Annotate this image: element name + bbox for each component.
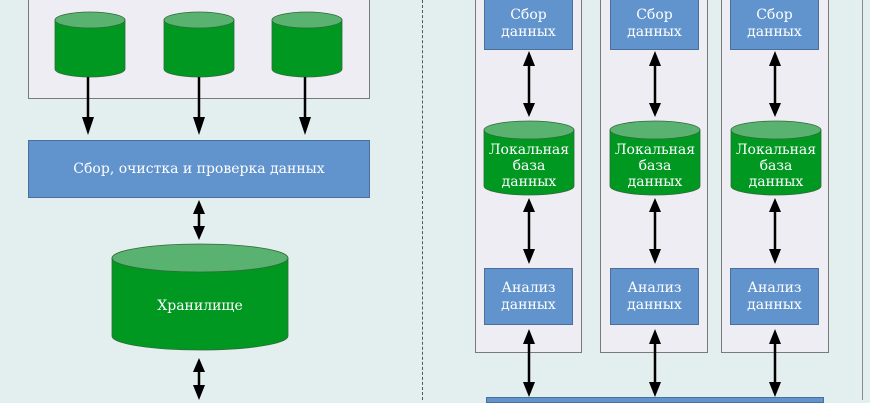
- collect-data-box-1: Сбор данных: [484, 0, 573, 50]
- source-db-cylinder-1: [54, 11, 126, 78]
- analysis-box-2: Анализ данных: [610, 268, 699, 325]
- collect-data-box-3: Сбор данных: [730, 0, 819, 50]
- section-divider: [422, 0, 423, 400]
- collect-clean-verify-box: Сбор, очистка и проверка данных: [28, 140, 370, 198]
- local-db-cylinder-1: [483, 120, 575, 196]
- arrow-source-1-to-process: [82, 77, 94, 135]
- arrow-storage-down: [193, 358, 205, 400]
- arrow-analysis-bottom-1: [523, 329, 535, 397]
- storage-label: Хранилище: [157, 298, 243, 314]
- arrow-collect-localdb-3: [769, 51, 781, 117]
- arrow-localdb-analysis-1: [523, 198, 535, 264]
- arrow-process-storage: [193, 200, 205, 240]
- arrow-collect-localdb-1: [523, 51, 535, 117]
- source-db-cylinder-3: [271, 11, 343, 78]
- local-db-label-3: Локальная база данных: [735, 142, 817, 190]
- analysis-box-1: Анализ данных: [484, 268, 573, 325]
- arrow-source-2-to-process: [193, 77, 205, 135]
- local-db-cylinder-3: [730, 120, 822, 196]
- arrow-localdb-analysis-3: [769, 198, 781, 264]
- arrow-analysis-bottom-2: [649, 329, 661, 397]
- arrow-source-3-to-process: [299, 77, 311, 135]
- storage-cylinder: [111, 243, 289, 351]
- arrow-localdb-analysis-2: [649, 198, 661, 264]
- local-db-label-1: Локальная база данных: [488, 142, 570, 190]
- local-db-label-2: Локальная база данных: [614, 142, 696, 190]
- arrow-collect-localdb-2: [649, 51, 661, 117]
- right-border: [862, 0, 863, 400]
- arrow-analysis-bottom-3: [769, 329, 781, 397]
- source-db-cylinder-2: [163, 11, 235, 78]
- collect-data-box-2: Сбор данных: [610, 0, 699, 50]
- local-db-cylinder-2: [609, 120, 701, 196]
- analysis-box-3: Анализ данных: [730, 268, 819, 325]
